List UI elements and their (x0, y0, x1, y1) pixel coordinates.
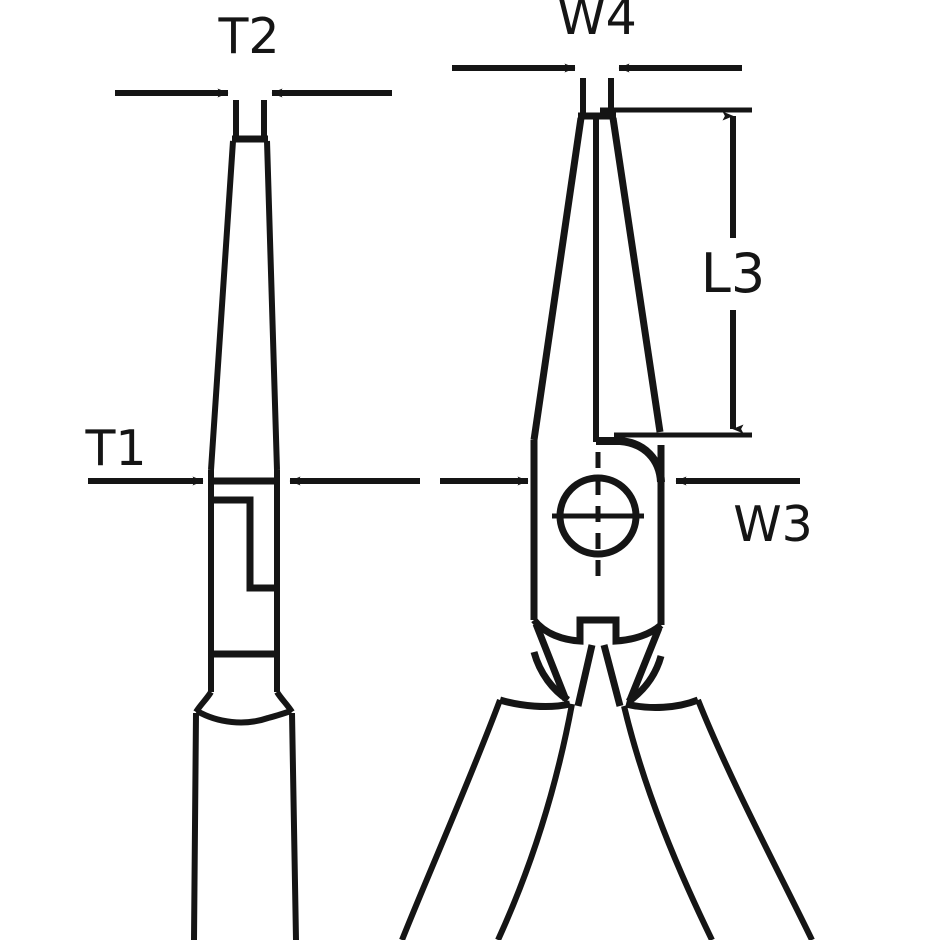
dimension-t2: T2 (115, 8, 392, 98)
dimension-l3: L3 (600, 107, 765, 438)
front-view-left-handle-inner (495, 703, 575, 940)
front-view-right-jaw-outer (609, 117, 664, 433)
side-view-jaw-taper (208, 140, 280, 471)
side-view-lap-joint-step (212, 496, 277, 592)
side-view-handle-body (191, 712, 299, 940)
front-view-right-handle-outer (695, 698, 815, 940)
side-view-pliers-outline (191, 100, 299, 940)
dimension-w4: W4 (452, 0, 742, 73)
front-view-right-handle-inner (621, 705, 715, 940)
dimension-t1: T1 (84, 420, 204, 486)
front-view-left-jaw-outer (530, 117, 585, 441)
front-view-head-sides (530, 440, 665, 625)
l3-label: L3 (701, 242, 765, 305)
front-view-throat-wedges (532, 622, 663, 707)
dimension-w3: W3 (675, 476, 813, 553)
side-view-handle-top-curve (195, 708, 292, 726)
w3-label: W3 (733, 496, 813, 553)
side-view-tip-edges (233, 100, 267, 139)
front-view-shoulder-caps (530, 650, 665, 705)
t1-label: T1 (84, 420, 146, 477)
side-view-handle-flare (193, 690, 295, 714)
front-view-handle-top-curves (498, 696, 700, 711)
w4-label: W4 (557, 0, 637, 46)
front-view-pliers-outline (399, 78, 815, 940)
front-view-head-throat (531, 616, 664, 645)
t2-label: T2 (217, 8, 279, 65)
front-view-left-handle-outer (399, 698, 503, 940)
